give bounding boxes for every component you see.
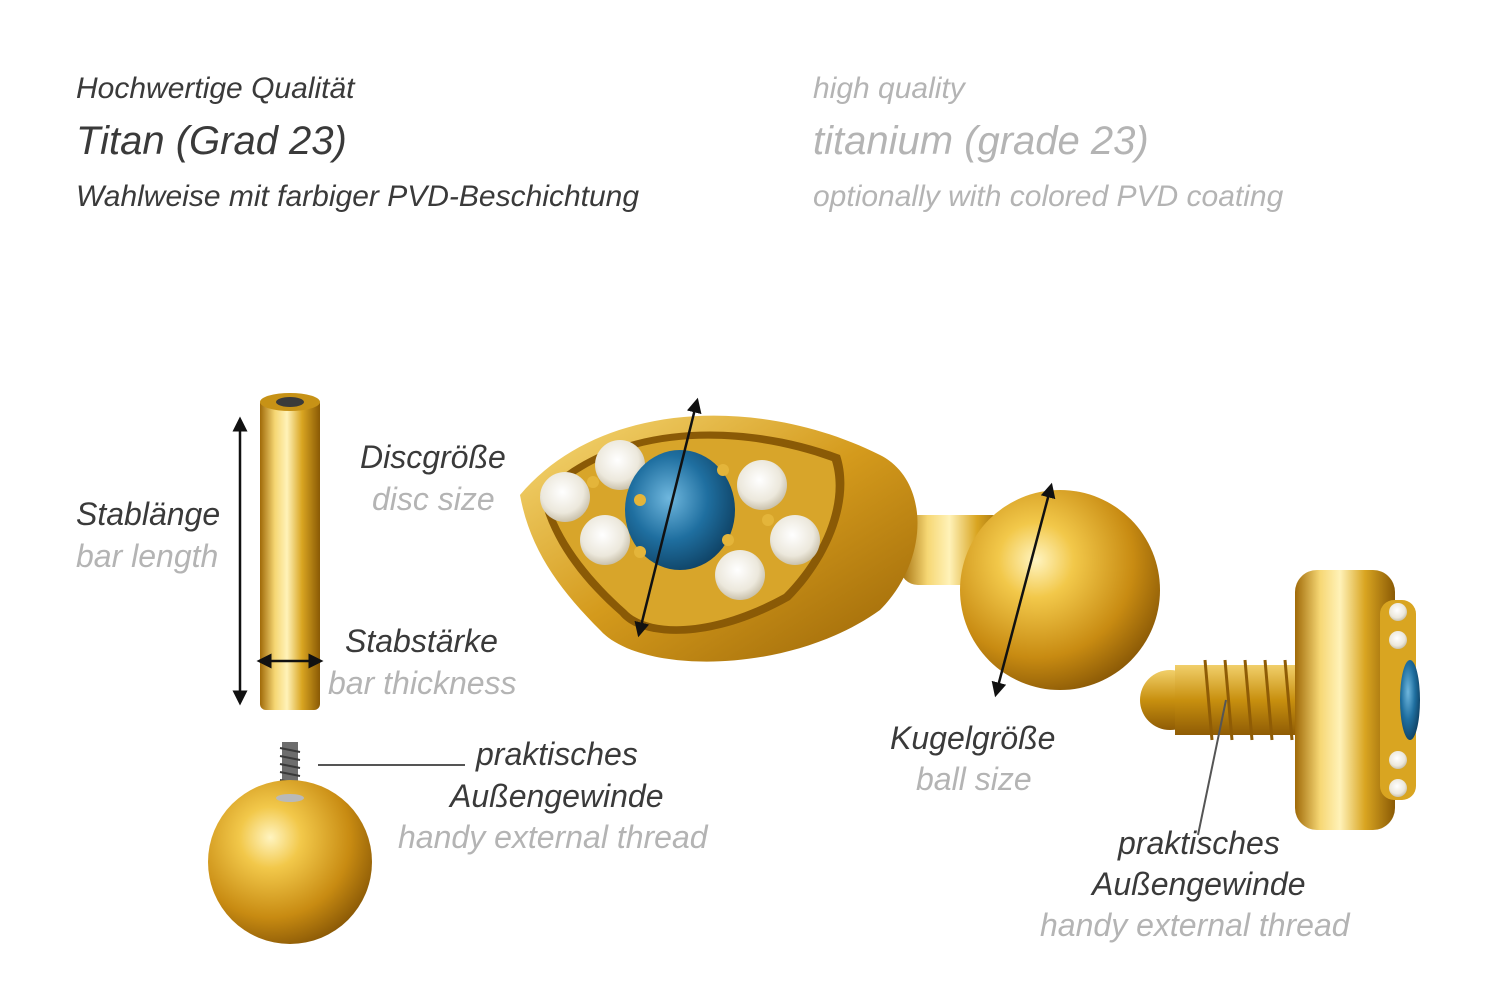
thread-right-label-de-2: Außengewinde — [1092, 866, 1306, 902]
thread-left-label-de-2: Außengewinde — [450, 778, 664, 814]
ball-with-thread-image — [208, 742, 372, 944]
thread-left-label-de-1: praktisches — [476, 736, 638, 772]
disc-size-arrow — [634, 397, 702, 638]
header-quality-en: high quality — [813, 72, 965, 105]
thread-left-label-en: handy external thread — [398, 819, 708, 855]
disc-side-view-image — [1140, 570, 1420, 830]
header-coating-de: Wahlweise mit farbiger PVD-Beschichtung — [76, 180, 640, 213]
ball-size-arrow — [991, 482, 1056, 698]
header-quality-de: Hochwertige Qualität — [76, 72, 355, 105]
header-material-de: Titan (Grad 23) — [76, 119, 347, 163]
disc-size-label-de: Discgröße — [360, 439, 506, 475]
header-material-en: titanium (grade 23) — [813, 119, 1149, 163]
bar-image — [260, 393, 320, 710]
thread-right-label-de-1: praktisches — [1118, 825, 1280, 861]
disc-size-label-en: disc size — [372, 481, 495, 517]
thread-right-pointer — [1197, 699, 1227, 836]
header-coating-en: optionally with colored PVD coating — [813, 180, 1284, 213]
bar-length-label-en: bar length — [76, 538, 219, 574]
ball-size-label-de: Kugelgröße — [890, 720, 1056, 756]
ball-size-label-en: ball size — [916, 761, 1032, 797]
bar-thickness-label-de: Stabstärke — [345, 623, 498, 659]
bar-length-label-de: Stablänge — [76, 496, 221, 532]
bar-thickness-label-en: bar thickness — [328, 665, 517, 701]
disc-image — [520, 415, 1160, 690]
thread-right-label-en: handy external thread — [1040, 907, 1350, 943]
